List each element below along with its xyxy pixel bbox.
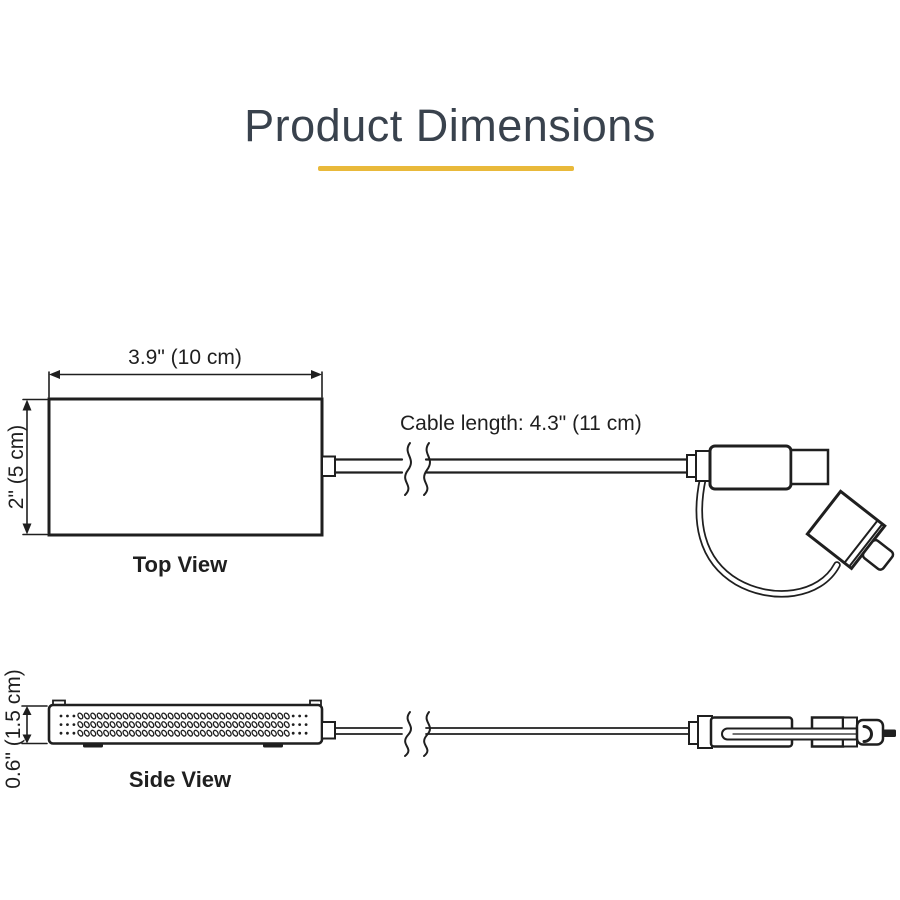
usb-c-plug-tip-side-view [883, 729, 896, 737]
cable-break-symbol [404, 711, 431, 757]
side-view-cable-stub [321, 721, 336, 740]
top-view-height-label: 2" (5 cm) [5, 424, 28, 510]
side-view-height-dimension-arrow [21, 705, 48, 745]
top-view-diagram [22, 370, 895, 598]
side-view-height-label: 0.6" (1.5 cm) [2, 669, 25, 789]
top-view-tether-cable [695, 474, 841, 598]
side-view-diagram [21, 699, 896, 757]
top-view-enclosure-outline [47, 397, 324, 537]
cable-length-label: Cable length: 4.3" (11 cm) [400, 412, 642, 435]
page-title: Product Dimensions [244, 100, 656, 151]
top-view-width-dimension-arrow [48, 370, 323, 398]
top-view-caption: Top View [132, 552, 228, 577]
usb-c-adapter-top-view [805, 489, 895, 571]
vent-holes-pattern [59, 712, 308, 737]
usb-connector-side-view [688, 715, 896, 749]
title-accent-underline [318, 166, 574, 171]
side-view-cable [334, 711, 689, 757]
top-view-cable-stub [321, 455, 336, 477]
side-view-caption: Side View [128, 767, 232, 792]
top-view-height-dimension-arrow [22, 398, 48, 536]
top-view-width-label: 3.9" (10 cm) [128, 346, 242, 369]
side-view-foot-right [263, 743, 283, 748]
top-view-cable [333, 442, 690, 496]
side-view-foot-left [83, 743, 103, 748]
usb-a-connector-top-view [686, 444, 830, 491]
cable-break-symbol [404, 442, 431, 496]
